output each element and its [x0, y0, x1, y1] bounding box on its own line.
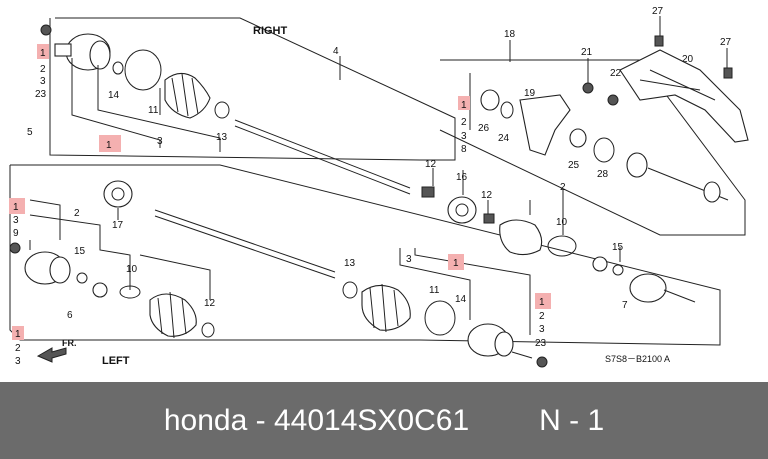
left-boot-clamp	[201, 322, 215, 338]
callout-label: 1	[40, 48, 46, 59]
right-shaft-frame	[49, 17, 456, 161]
callout-label: 16	[456, 172, 468, 183]
callout-label: 1	[539, 297, 545, 308]
callout-label: 2	[560, 182, 566, 193]
callout-label: 1	[453, 258, 459, 269]
callout-label: 20	[682, 54, 694, 65]
right-outboard-joint	[40, 24, 111, 71]
callout-label: 23	[35, 89, 47, 100]
splash-shield	[619, 49, 749, 143]
callout-label: 2	[15, 343, 21, 354]
callout-label: 24	[498, 133, 510, 144]
callout-label: 2	[461, 117, 467, 128]
right-clamp-ring	[112, 49, 162, 91]
highlight-boxes	[9, 44, 551, 340]
bolts	[654, 35, 733, 79]
callout-label: 13	[216, 132, 228, 143]
callout-label: 3	[13, 215, 19, 226]
right-inboard-shaft	[626, 152, 729, 203]
callout-label: 14	[455, 294, 467, 305]
callout-label: 10	[126, 264, 138, 275]
callout-label: 27	[652, 6, 664, 17]
callout-label: 15	[612, 242, 624, 253]
callout-label: 25	[568, 160, 580, 171]
part-number: 44014SX0C61	[273, 403, 470, 437]
callout-label: 3	[461, 131, 467, 142]
callout-label: 22	[610, 68, 622, 79]
callout-label: 13	[344, 258, 356, 269]
callout-label: 12	[425, 159, 437, 170]
callout-label: 6	[67, 310, 73, 321]
callout-label: 23	[535, 338, 547, 349]
callout-labels: 1 2 3 23 4 14 11 3 13 1 5 1 3 9 17 2 15 …	[13, 6, 732, 367]
callout-label: 3	[15, 356, 21, 367]
callout-label: 8	[461, 144, 467, 155]
separator: -	[255, 403, 266, 437]
callout-label: 27	[720, 37, 732, 48]
callout-label: 15	[74, 246, 86, 257]
callout-label: 1	[461, 100, 467, 111]
callout-label: 26	[478, 123, 490, 134]
callout-label: 18	[504, 29, 516, 40]
callout-label: 1	[15, 329, 21, 340]
front-arrow: FR.	[36, 338, 77, 363]
callout-label: 14	[108, 90, 120, 101]
part-info-bar: honda - 44014SX0C61 N - 1	[0, 382, 768, 459]
callout-label: 2	[74, 208, 80, 219]
callout-label: 3	[40, 76, 46, 87]
callout-label: 3	[157, 136, 163, 147]
callout-label: 1	[13, 202, 19, 213]
callout-label: 19	[524, 88, 536, 99]
right-boot-clamp	[214, 101, 230, 119]
callout-label: 12	[204, 298, 216, 309]
callout-label: 7	[622, 300, 628, 311]
knuckle-assembly	[480, 82, 619, 163]
center-joint-parts	[421, 186, 696, 303]
callout-label: 2	[539, 311, 545, 322]
left-shaft-frame	[9, 164, 721, 346]
callout-label: 12	[481, 190, 493, 201]
left-inboard-joint	[467, 323, 548, 368]
callout-label: 17	[112, 220, 124, 231]
diagram-code: S7S8－B2100 A	[605, 354, 670, 364]
callout-label: 1	[106, 140, 112, 151]
left-halfshaft	[154, 209, 336, 279]
callout-label: 21	[581, 47, 593, 58]
right-halfshaft	[234, 119, 411, 195]
left-inboard-clamp-ring	[424, 300, 456, 336]
front-arrow-label: FR.	[62, 338, 77, 348]
callout-label: 4	[333, 46, 339, 57]
leader-lines	[29, 16, 728, 335]
left-outboard-joint	[9, 242, 108, 298]
brand-name: honda	[163, 403, 248, 437]
knuckle-frame	[439, 59, 746, 236]
right-side-label: RIGHT	[253, 25, 288, 37]
left-damper	[103, 180, 133, 208]
left-boot	[149, 291, 197, 339]
exploded-driveshaft-diagram: 1 2 3 23 4 14 11 3 13 1 5 1 3 9 17 2 15 …	[9, 6, 749, 368]
quantity: N - 1	[539, 403, 605, 437]
callout-label: 5	[27, 127, 33, 138]
callout-label: 3	[406, 254, 412, 265]
callout-label: 3	[539, 324, 545, 335]
callout-label: 11	[148, 105, 159, 116]
callout-label: 11	[429, 285, 440, 296]
callout-label: 10	[556, 217, 568, 228]
left-side-label: LEFT	[102, 355, 130, 367]
right-boot	[164, 72, 211, 119]
left-inboard-boot	[342, 281, 411, 333]
callout-label: 2	[40, 64, 46, 75]
callout-label: 28	[597, 169, 609, 180]
callout-label: 9	[13, 228, 19, 239]
